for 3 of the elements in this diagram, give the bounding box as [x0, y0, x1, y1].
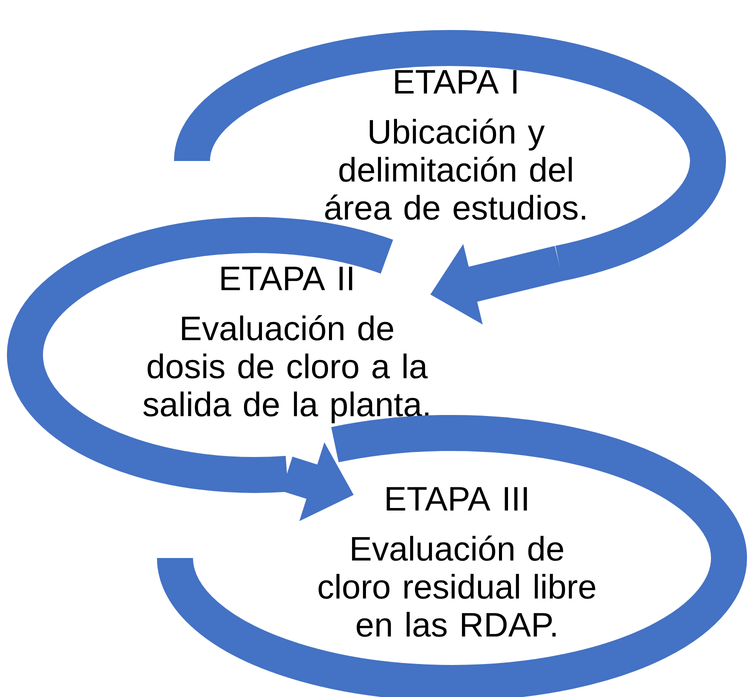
stage-text: ETAPA III Evaluación de cloro residual libre en las RDAP. [318, 487, 596, 637]
stage-text: ETAPA II Evaluación de dosis de cloro a la salida de la planta. [143, 266, 428, 424]
stage-text: ETAPA I Ubicación y delimitación del área de estudios. [325, 70, 586, 220]
